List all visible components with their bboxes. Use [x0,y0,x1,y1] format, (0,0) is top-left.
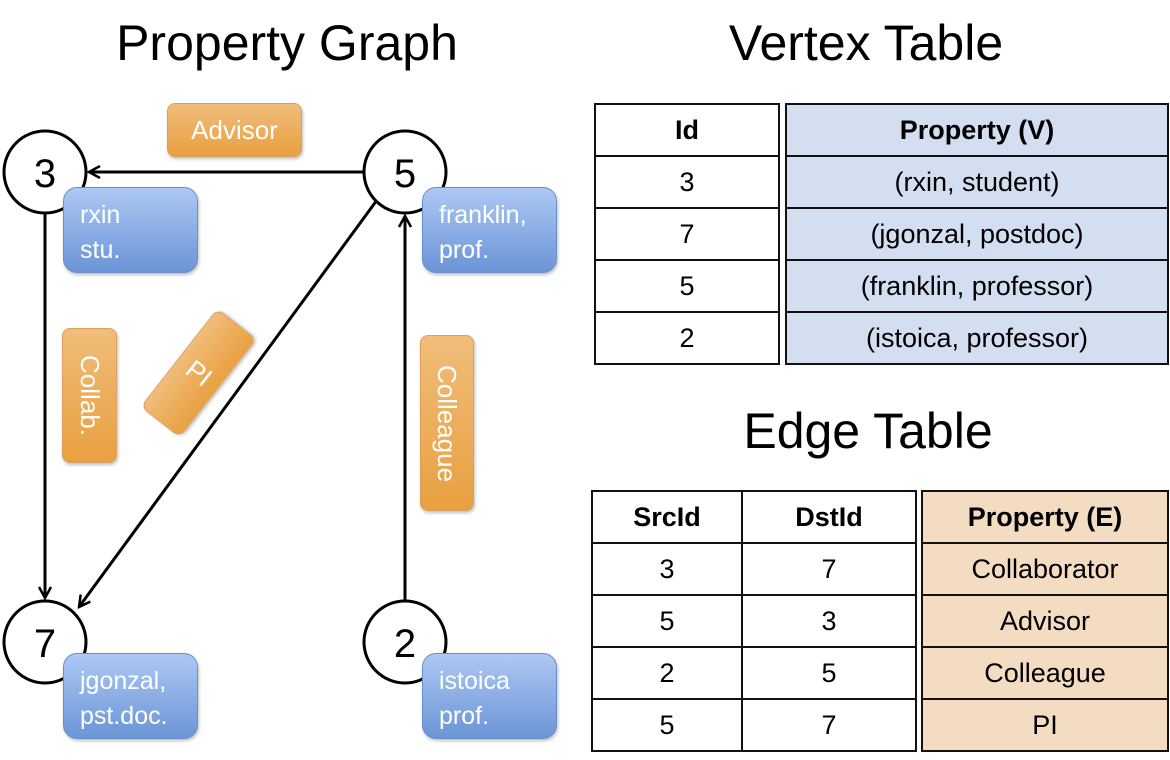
cell-property: Advisor [921,594,1169,648]
node-7-id: 7 [34,622,56,666]
vertex-name: franklin, [439,201,527,229]
cell-dstid: 7 [741,698,917,752]
edge-label-advisor: Advisor [167,103,302,157]
vertex-name: istoica [439,667,510,695]
cell-property: (istoica, professor) [785,311,1169,365]
edge-table-property: Property (E) Collaborator Advisor Collea… [921,490,1169,752]
edge-label-text: Collab. [75,355,105,436]
edge-5-7 [79,199,379,607]
vertex-name: jgonzal, [80,667,167,695]
cell-id: 5 [594,259,780,313]
vertex-name: rxin [80,201,121,229]
vertex-property-2: istoica prof. [422,653,557,739]
header-dstid: DstId [741,490,917,544]
header-srcid: SrcId [591,490,743,544]
vertex-table-property: Property (V) (rxin, student) (jgonzal, p… [785,103,1169,365]
cell-dstid: 7 [741,542,917,596]
property-graph-title: Property Graph [116,15,458,71]
edge-label-text: Colleague [432,364,463,482]
edge-label-colleague: Colleague [420,335,474,511]
cell-srcid: 5 [591,698,743,752]
vertex-role: prof. [439,702,490,730]
vertex-property-7: jgonzal, pst.doc. [63,653,198,739]
cell-dstid: 3 [741,594,917,648]
cell-property: (jgonzal, postdoc) [785,207,1169,261]
cell-property: (franklin, professor) [785,259,1169,313]
cell-property: Colleague [921,646,1169,700]
cell-srcid: 5 [591,594,743,648]
edge-table-title: Edge Table [743,403,993,459]
cell-dstid: 5 [741,646,917,700]
vertex-table-id: Id 3 7 5 2 [594,103,780,365]
node-2-id: 2 [394,622,416,666]
edge-label-collab: Collab. [62,328,117,463]
vertex-table-title: Vertex Table [728,15,1004,71]
cell-property: Collaborator [921,542,1169,596]
edge-label-text: Advisor [191,114,278,145]
vertex-role: pst.doc. [80,702,168,730]
vertex-property-5: franklin, prof. [422,187,557,273]
cell-id: 3 [594,155,780,209]
vertex-role: stu. [80,236,121,264]
header-property-e: Property (E) [921,490,1169,544]
header-id: Id [594,103,780,157]
edge-label-text: PI [179,353,218,392]
cell-id: 7 [594,207,780,261]
property-graph: 3 5 7 2 [2,129,448,685]
cell-id: 2 [594,311,780,365]
vertex-property-3: rxin stu. [63,187,198,273]
cell-property: PI [921,698,1169,752]
cell-srcid: 3 [591,542,743,596]
node-3-id: 3 [34,152,56,196]
cell-srcid: 2 [591,646,743,700]
header-property-v: Property (V) [785,103,1169,157]
vertex-role: prof. [439,236,490,264]
cell-property: (rxin, student) [785,155,1169,209]
node-5-id: 5 [394,152,416,196]
